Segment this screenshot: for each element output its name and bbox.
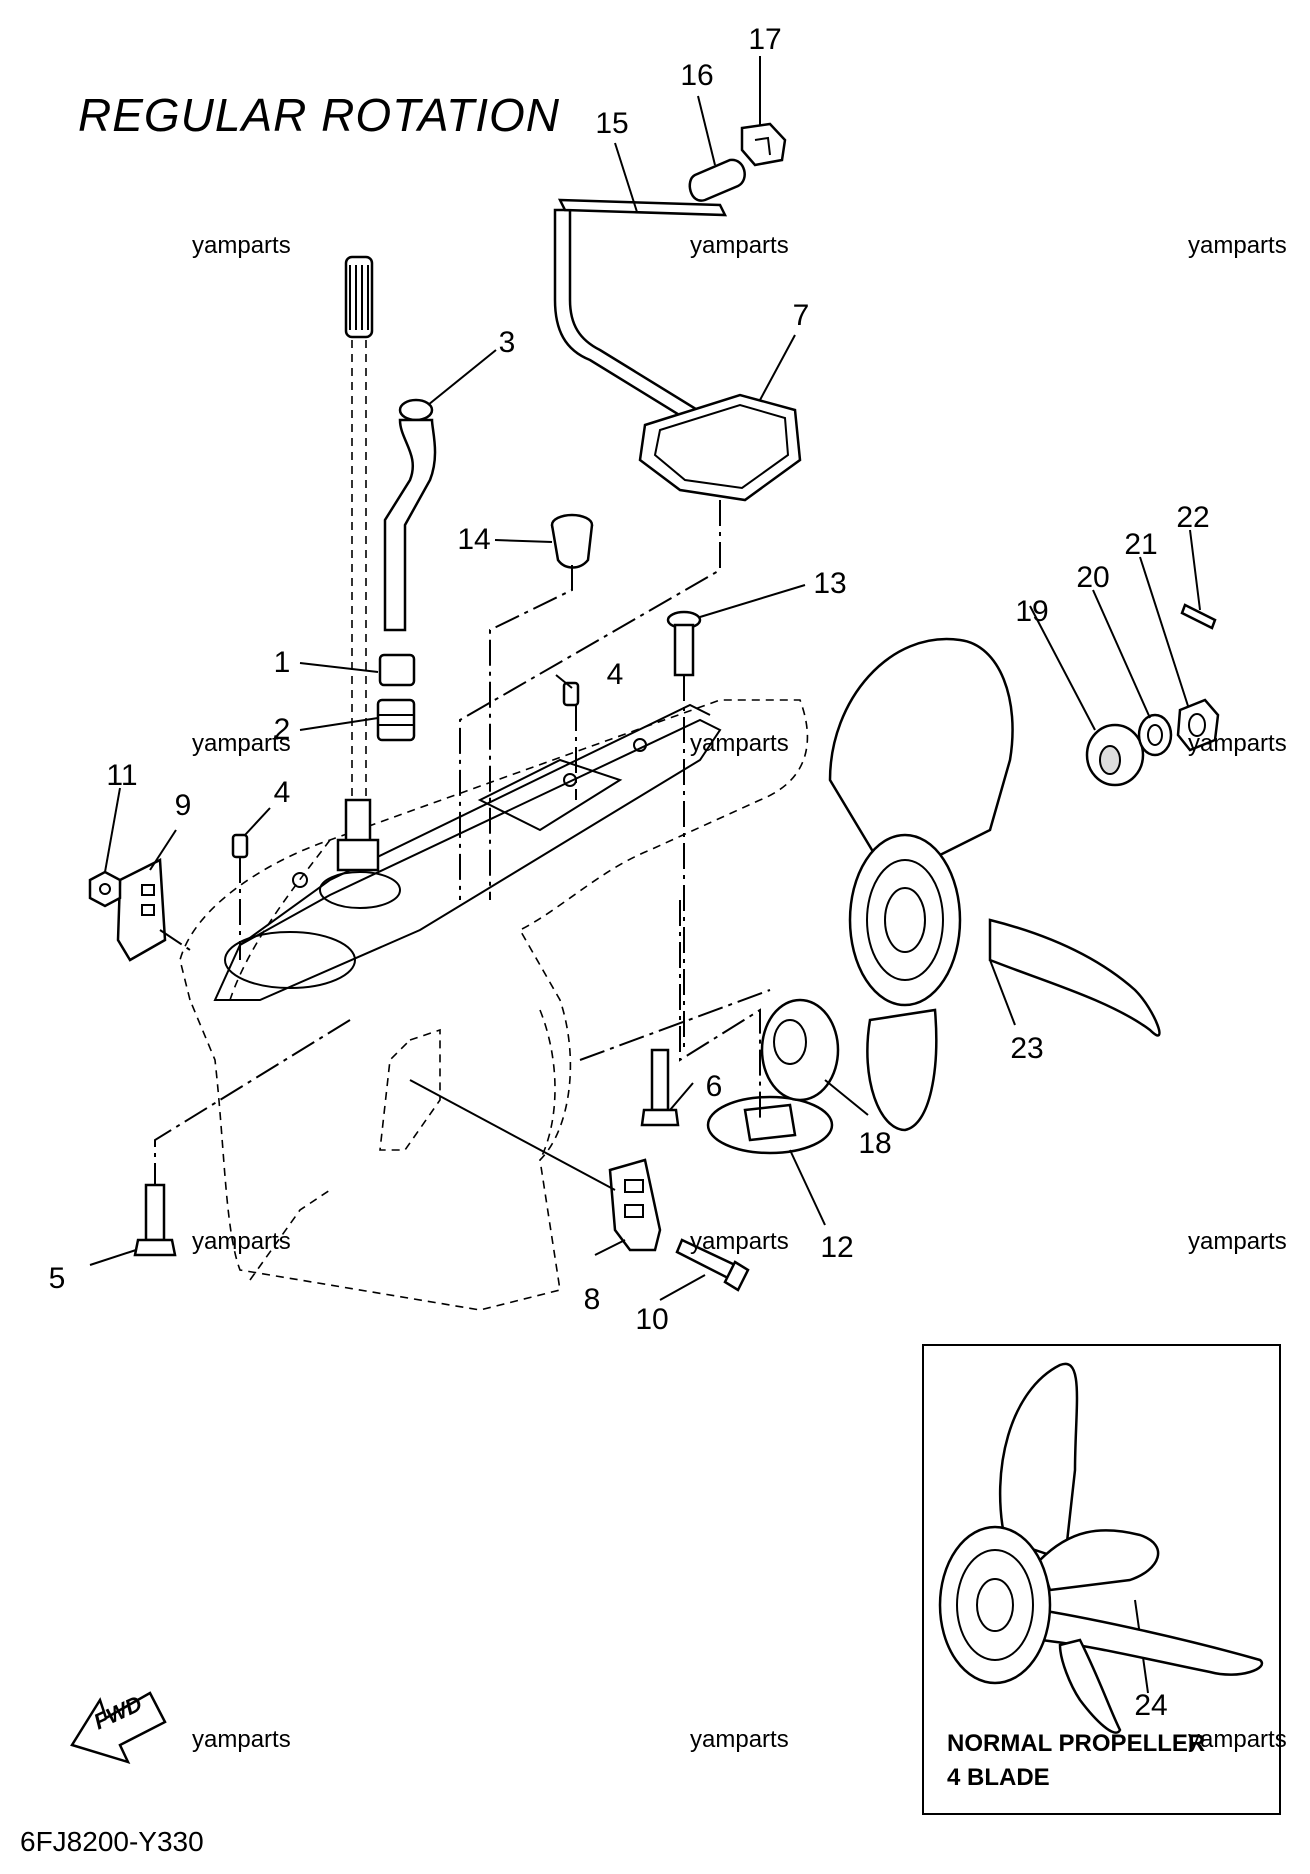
page-title: REGULAR ROTATION: [78, 89, 560, 141]
callout-15: 15: [595, 107, 629, 140]
part-10-bolt: [675, 1238, 750, 1292]
callout-1: 1: [273, 646, 291, 679]
watermark: yamparts: [690, 232, 789, 259]
part-3-water-tube: [383, 398, 437, 632]
watermark: yamparts: [1188, 1726, 1287, 1753]
callout-2: 2: [273, 713, 291, 746]
callout-4: 4: [606, 658, 624, 691]
watermark: yamparts: [192, 232, 291, 259]
callout-10: 10: [635, 1303, 669, 1336]
assembly-lines: [154, 500, 771, 1191]
callout-4: 4: [273, 776, 291, 809]
part-9-bracket: [116, 858, 167, 962]
part-6-bolt: [640, 1048, 680, 1127]
watermark: yamparts: [1188, 730, 1287, 757]
callout-19: 19: [1015, 595, 1049, 628]
inset-caption-line1: NORMAL PROPELLER: [947, 1730, 1206, 1757]
part-20-washer: [1137, 713, 1173, 757]
watermark: yamparts: [690, 1228, 789, 1255]
callout-6: 6: [705, 1070, 723, 1103]
callout-12: 12: [820, 1231, 854, 1264]
part-1-seal: [378, 653, 416, 687]
inset-caption-line2: 4 BLADE: [947, 1764, 1050, 1791]
callout-23: 23: [1010, 1032, 1044, 1065]
callout-18: 18: [858, 1127, 892, 1160]
part-16-sleeve: [688, 158, 746, 202]
watermark: yamparts: [690, 1726, 789, 1753]
callout-13: 13: [813, 567, 847, 600]
part-19-spacer: [1085, 723, 1145, 787]
lower-unit-housing: [179, 699, 809, 1311]
part-13-bolt: [666, 610, 702, 677]
diagram-code: 6FJ8200-Y330: [20, 1826, 204, 1857]
watermark: yamparts: [192, 730, 291, 757]
deck-plate: [213, 703, 722, 1001]
inset-normal-propeller: [922, 1344, 1281, 1815]
watermark: yamparts: [690, 730, 789, 757]
fwd-arrow-icon: [70, 1691, 167, 1765]
part-8-trim-tab: [608, 1158, 662, 1252]
drive-shaft: [336, 255, 380, 872]
watermark: yamparts: [1188, 1228, 1287, 1255]
inset-caption: NORMAL PROPELLER 4 BLADE: [947, 1727, 1205, 1795]
part-22-cotter-pin: [1180, 603, 1217, 630]
part-12-anode: [706, 1095, 834, 1155]
watermark: yamparts: [192, 1228, 291, 1255]
part-5-bolt: [133, 1183, 177, 1257]
callout-16: 16: [680, 59, 714, 92]
part-18-washer: [760, 998, 840, 1102]
callout-5: 5: [48, 1262, 66, 1295]
callout-17: 17: [748, 23, 782, 56]
callout-24: 24: [1134, 1689, 1168, 1722]
callout-20: 20: [1076, 561, 1110, 594]
callout-8: 8: [583, 1283, 601, 1316]
part-23-propeller: [828, 637, 1161, 1132]
callout-11: 11: [106, 759, 138, 792]
part-14-grommet: [550, 513, 594, 569]
callout-21: 21: [1124, 528, 1158, 561]
part-17-clip: [740, 122, 787, 167]
callout-14: 14: [457, 523, 491, 556]
callout-22: 22: [1176, 501, 1210, 534]
part-2-grommet: [376, 698, 416, 742]
callout-7: 7: [792, 299, 810, 332]
part-7-gasket: [638, 393, 802, 502]
part-21-nut: [1176, 698, 1220, 752]
callout-9: 9: [174, 789, 192, 822]
watermark: yamparts: [192, 1726, 291, 1753]
watermark: yamparts: [1188, 232, 1287, 259]
callout-3: 3: [498, 326, 516, 359]
part-11-nut: [88, 870, 122, 908]
